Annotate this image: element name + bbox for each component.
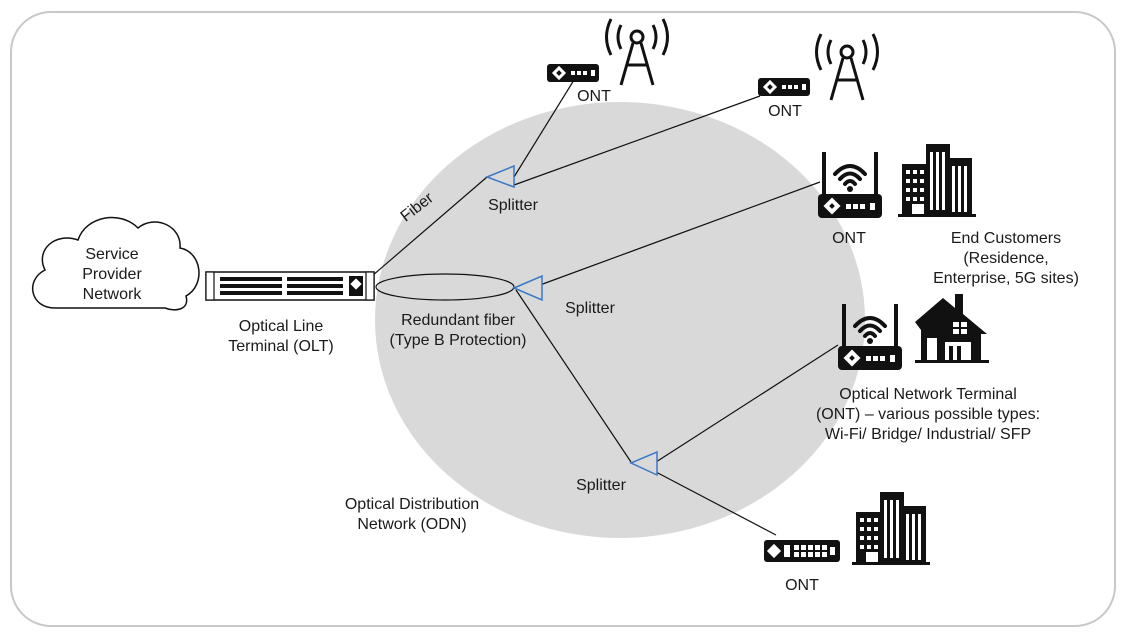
cloud-icon bbox=[31, 216, 200, 311]
olt-rack-icon bbox=[205, 271, 375, 301]
ont-label-wifi-upper: ONT bbox=[832, 230, 866, 247]
fiber-to-ont-bottom bbox=[655, 471, 777, 536]
redundant-fiber-label-line2: (Type B Protection) bbox=[390, 332, 527, 349]
fiber-to-ont-wifi-lower bbox=[655, 344, 839, 463]
fiber-to-ont-top-right bbox=[513, 95, 761, 186]
splitter-icon bbox=[629, 450, 658, 477]
cloud-label-line1: Service bbox=[85, 246, 138, 263]
odn-label-line2: Network (ODN) bbox=[357, 516, 466, 533]
splitter-label-bottom: Splitter bbox=[576, 477, 626, 494]
fiber-to-ont-wifi-upper bbox=[539, 181, 821, 286]
cloud-label-line3: Network bbox=[83, 286, 143, 303]
end-customers-line1: End Customers bbox=[951, 230, 1061, 247]
ont-icon bbox=[764, 540, 840, 562]
splitters bbox=[484, 164, 658, 477]
redundant-fiber-label-line1: Redundant fiber bbox=[401, 312, 516, 329]
fiber-olt-to-top-splitter bbox=[371, 176, 488, 277]
ont-label-top-left: ONT bbox=[577, 88, 611, 105]
ont-label-top-right: ONT bbox=[768, 103, 802, 120]
end-customers-line3: Enterprise, 5G sites) bbox=[933, 270, 1079, 287]
fiber-to-ont-top-left bbox=[513, 79, 575, 178]
ont-icon bbox=[547, 64, 599, 82]
splitter-label-middle: Splitter bbox=[565, 300, 615, 317]
ont-types-line1: Optical Network Terminal bbox=[839, 386, 1017, 403]
cloud-label-line2: Provider bbox=[82, 266, 142, 283]
ont-types-line2: (ONT) – various possible types: bbox=[816, 406, 1040, 423]
ont-types-line3: Wi-Fi/ Bridge/ Industrial/ SFP bbox=[825, 426, 1031, 443]
redundant-fiber-loop bbox=[375, 273, 515, 301]
odn-label-line1: Optical Distribution bbox=[345, 496, 479, 513]
ont-icon bbox=[758, 78, 810, 96]
olt-label-line2: Terminal (OLT) bbox=[228, 338, 334, 355]
end-customers-line2: (Residence, bbox=[963, 250, 1048, 267]
fiber-lines bbox=[371, 79, 839, 536]
splitter-icon bbox=[484, 164, 515, 189]
fiber-middle-to-bottom-splitter bbox=[515, 289, 632, 463]
splitter-label-top: Splitter bbox=[488, 197, 538, 214]
splitter-icon bbox=[512, 274, 543, 302]
olt-label-line1: Optical Line bbox=[239, 318, 324, 335]
ont-label-bottom: ONT bbox=[785, 577, 819, 594]
